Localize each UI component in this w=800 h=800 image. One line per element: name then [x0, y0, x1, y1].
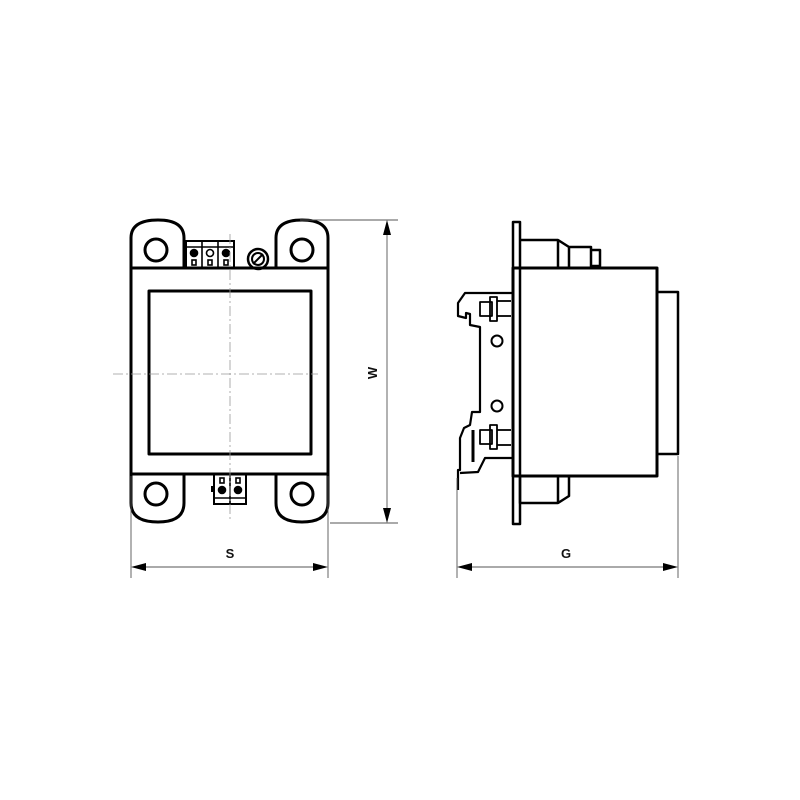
side-terminal-bottom	[518, 476, 571, 505]
side-body	[511, 266, 659, 478]
dimension-w	[300, 219, 398, 524]
din-rail-clip	[456, 291, 513, 490]
mounting-hole-bottom-left	[143, 481, 169, 507]
rear-plate	[655, 290, 680, 456]
mounting-hole-top-right	[289, 237, 315, 263]
dimension-label-s: S	[226, 546, 235, 561]
dimension-label-g: G	[561, 546, 571, 561]
mounting-ear-bottom-left	[129, 474, 186, 524]
dimension-label-w: W	[365, 366, 380, 379]
center-lines	[113, 234, 318, 520]
slotted-screw-icon	[246, 247, 270, 271]
mounting-hole-top-left	[143, 237, 169, 263]
terminal-block-bottom	[211, 473, 247, 505]
terminal-block-top	[185, 240, 235, 269]
side-view	[511, 220, 680, 526]
mounting-ear-top-left	[129, 218, 186, 268]
mounting-ear-bottom-right	[274, 474, 330, 524]
mounting-hole-bottom-right	[289, 481, 315, 507]
side-terminal-top	[520, 238, 602, 268]
dimension-s	[130, 476, 329, 578]
front-body	[129, 266, 330, 476]
dimension-g	[456, 456, 679, 578]
